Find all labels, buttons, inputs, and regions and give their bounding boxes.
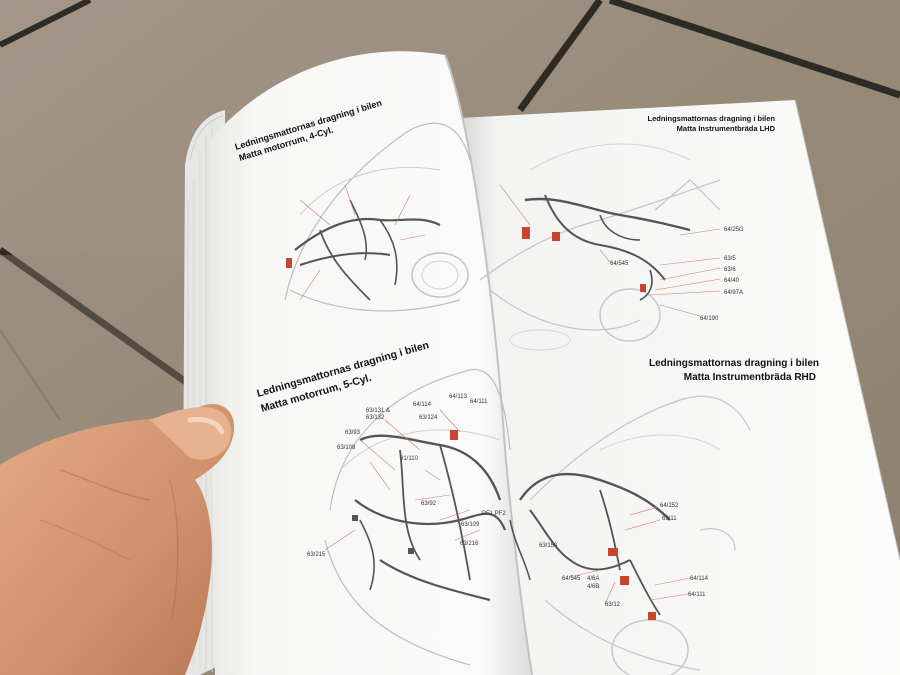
callout-63-216: 63/216 bbox=[460, 541, 479, 547]
right-diagram-2: Ledningsmattornas dragning i bilen Matta… bbox=[509, 358, 819, 675]
right-diagram-2-title: Ledningsmattornas dragning i bilen bbox=[649, 358, 819, 369]
callout-63-109: 63/109 bbox=[461, 522, 480, 528]
callout-63-215: 63/215 bbox=[307, 552, 326, 558]
callout-63-5: 63/5 bbox=[724, 256, 736, 262]
left-page bbox=[210, 51, 533, 675]
callout-63-131: 63/131 & bbox=[366, 408, 390, 414]
callout-63-108: 63/108 bbox=[337, 445, 356, 451]
callout-63-11: 63/11 bbox=[662, 516, 677, 522]
right-page bbox=[460, 99, 900, 675]
callout-64-190: 64/190 bbox=[700, 316, 719, 322]
callout-64-545: 64/545 bbox=[610, 261, 629, 267]
callout-63-92: 63/92 bbox=[421, 501, 437, 507]
callout-64-25g: 64/25G bbox=[724, 227, 744, 233]
right-diagram-2-subtitle: Matta Instrumentbräda RHD bbox=[684, 372, 816, 383]
callout-63-124: 63/124 bbox=[419, 415, 438, 421]
callout-63-150: 63/150 bbox=[539, 543, 558, 549]
callout-64-114-rhd: 64/114 bbox=[690, 576, 709, 582]
callout-pf1-pf2: PF1 PF2 bbox=[482, 511, 506, 517]
callout-64-114: 64/114 bbox=[413, 402, 432, 408]
callout-64-545-rhd: 64/545 bbox=[562, 576, 581, 582]
callout-31-110: 31/110 bbox=[400, 456, 419, 462]
callout-4-6a: 4/6A bbox=[587, 576, 599, 582]
callout-4-6b: 4/6B bbox=[587, 584, 599, 590]
callout-63-12: 63/12 bbox=[605, 602, 621, 608]
callout-64-111: 64/111 bbox=[470, 399, 488, 405]
callout-63-6: 63/6 bbox=[724, 267, 736, 273]
callout-64-40: 64/40 bbox=[724, 278, 740, 284]
right-diagram-1-title: Ledningsmattornas dragning i bilen bbox=[647, 114, 775, 123]
callout-63-132: 63/132 bbox=[366, 415, 385, 421]
callout-64-252: 64/252 bbox=[660, 503, 679, 509]
right-diagram-1-subtitle: Matta Instrumentbräda LHD bbox=[677, 124, 776, 133]
callout-64-97a: 64/97A bbox=[724, 290, 743, 296]
right-diagram-1: Ledningsmattornas dragning i bilen Matta… bbox=[479, 114, 776, 351]
hand bbox=[0, 404, 235, 675]
callout-64-113: 64/113 bbox=[449, 394, 468, 400]
callout-64-111-rhd: 64/111 bbox=[688, 592, 706, 598]
callout-63-93: 63/93 bbox=[345, 430, 361, 436]
